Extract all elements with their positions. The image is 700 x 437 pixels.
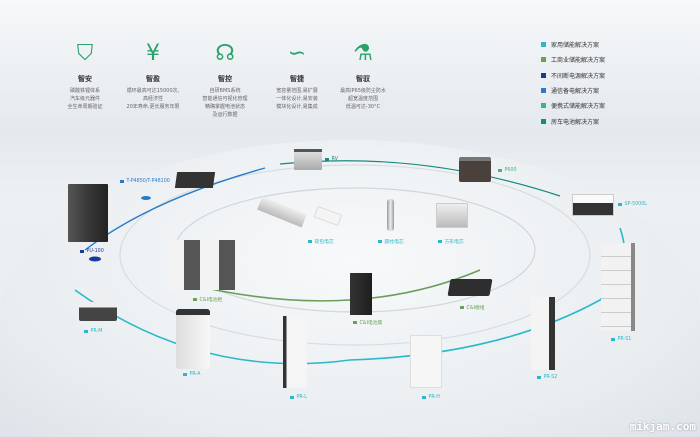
label-prismatic-cell: 方形电芯	[438, 238, 464, 245]
shield-bolt-icon: ⛉	[76, 41, 94, 66]
label-rv: RV	[325, 157, 338, 162]
pu-100-cabinet	[68, 184, 108, 242]
green-ci-arc	[179, 269, 481, 302]
ci-battery-rack	[350, 273, 372, 315]
p600-power-station	[459, 157, 491, 182]
legend-item: 房车电池解决方案	[541, 113, 691, 128]
legend-item: 工商业储能解决方案	[541, 52, 691, 67]
feature-agile: ∽ 智捷 宽容量范围,易扩展一体化设计,易安装模块化设计,易集成	[252, 40, 342, 111]
feature-title: 智捷	[290, 75, 304, 83]
flask-leaf-icon: ⚗	[353, 41, 373, 66]
sp-5000l-unit	[572, 194, 614, 216]
blue-dot	[89, 256, 101, 262]
feature-description: 磷酸铁锂体系汽车级元器件全生命周期验证	[67, 88, 103, 110]
legend-item: 不间断电源解决方案	[541, 68, 691, 83]
feature-title: 智安	[78, 75, 92, 83]
rv-battery	[294, 149, 322, 170]
t-p4850-module	[174, 172, 216, 188]
prismatic-cell	[436, 203, 468, 228]
label-ci-module: C&I模组	[460, 304, 485, 311]
feature-durable: ⚗ 智驭 最高IP65级防尘防水超宽温度范围低温可达-30°C	[318, 40, 408, 111]
middle-gray-ring	[119, 164, 591, 346]
feature-title: 智控	[218, 75, 232, 83]
legend-item: 通信备电解决方案	[541, 83, 691, 98]
blue-dot	[141, 196, 151, 200]
label-cylindrical-cell: 圆柱电芯	[378, 238, 404, 245]
cable-icon: ∽	[287, 41, 307, 66]
solutions-legend: 家用储能解决方案 工商业储能解决方案 不间断电源解决方案 通信备电解决方案 便携…	[541, 37, 691, 129]
pr-s1-stack	[601, 243, 635, 331]
pr-s2-unit	[531, 297, 555, 370]
cylindrical-cell	[387, 199, 394, 231]
label-soft-pack-cell: 软包电芯	[308, 238, 334, 245]
feature-title: 智盈	[146, 75, 160, 83]
pr-a-unit	[176, 309, 210, 369]
watermark: mikjam.com	[629, 420, 696, 433]
legend-item: 便携式储能解决方案	[541, 98, 691, 113]
label-ci-cabinet: C&I电池柜	[193, 296, 222, 303]
label-t-p4850: T-P4850/T-P48100	[120, 179, 170, 184]
label-pu-100: PU-100	[80, 249, 104, 254]
label-pr-s2: PR-S2	[537, 375, 557, 380]
yen-coin-icon: ¥	[146, 41, 160, 66]
head-circuit-icon: ☊	[215, 41, 235, 66]
label-pr-a: PR-A	[183, 372, 200, 377]
feature-title: 智驭	[356, 75, 370, 83]
feature-description: 自研BMS系统智能通信可视化管理精确掌握电池状态及运行数据	[202, 88, 248, 118]
feature-description: 宽容量范围,易扩展一体化设计,易安装模块化设计,易集成	[276, 88, 318, 110]
label-pr-m: PR-M	[84, 329, 102, 334]
feature-safety: ⛉ 智安 磷酸铁锂体系汽车级元器件全生命周期验证	[40, 40, 130, 111]
label-pr-s1: PR-S1	[611, 337, 631, 342]
label-ci-rack: C&I电池簇	[353, 319, 382, 326]
label-p600: P600	[498, 168, 517, 173]
pr-l-unit	[283, 316, 307, 388]
ci-battery-cabinet	[170, 240, 240, 290]
label-sp-5000l: SP-5000L	[618, 202, 647, 207]
label-pr-h: PR-H	[422, 395, 440, 400]
label-pr-l: PR-L	[290, 395, 307, 400]
feature-control: ☊ 智控 自研BMS系统智能通信可视化管理精确掌握电池状态及运行数据	[180, 40, 270, 119]
legend-item: 家用储能解决方案	[541, 37, 691, 52]
pr-h-unit	[410, 335, 442, 388]
ci-module	[447, 279, 493, 296]
feature-description: 最高IP65级防尘防水超宽温度范围低温可达-30°C	[340, 88, 386, 110]
pr-m-unit	[79, 302, 117, 321]
